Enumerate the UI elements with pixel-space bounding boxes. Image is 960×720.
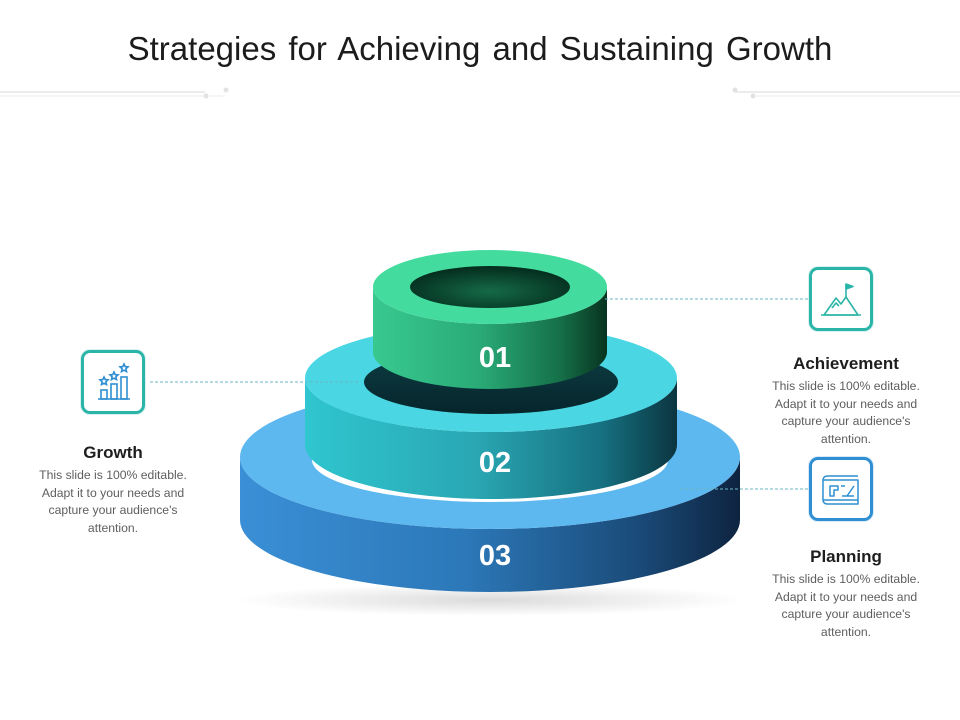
planning-title: Planning — [810, 547, 882, 566]
mountain-flag-icon — [821, 283, 861, 316]
growth-icon-box — [81, 350, 145, 414]
title-decoration — [0, 87, 960, 99]
tier-number-01: 01 — [478, 342, 512, 374]
tier-number-02: 02 — [478, 447, 512, 479]
growth-description: This slide is 100% editable. Adapt it to… — [39, 468, 187, 535]
achievement-icon-box — [809, 267, 873, 331]
planning-description: This slide is 100% editable. Adapt it to… — [772, 572, 920, 639]
growth-label-block: Growth This slide is 100% editable. Adap… — [28, 443, 198, 537]
tier-number-03: 03 — [478, 540, 512, 572]
slide-title: Strategies for Achieving and Sustaining … — [127, 30, 833, 67]
tier-01-ring — [373, 250, 607, 389]
achievement-description: This slide is 100% editable. Adapt it to… — [772, 379, 920, 446]
planning-icon-box — [809, 457, 873, 521]
growth-title: Growth — [83, 443, 143, 462]
bar-chart-stars-icon — [98, 362, 130, 400]
achievement-title: Achievement — [793, 354, 899, 373]
planning-label-block: Planning This slide is 100% editable. Ad… — [761, 547, 931, 641]
achievement-label-block: Achievement This slide is 100% editable.… — [761, 354, 931, 448]
blueprint-icon — [822, 475, 859, 505]
ground-shadow — [235, 584, 745, 616]
